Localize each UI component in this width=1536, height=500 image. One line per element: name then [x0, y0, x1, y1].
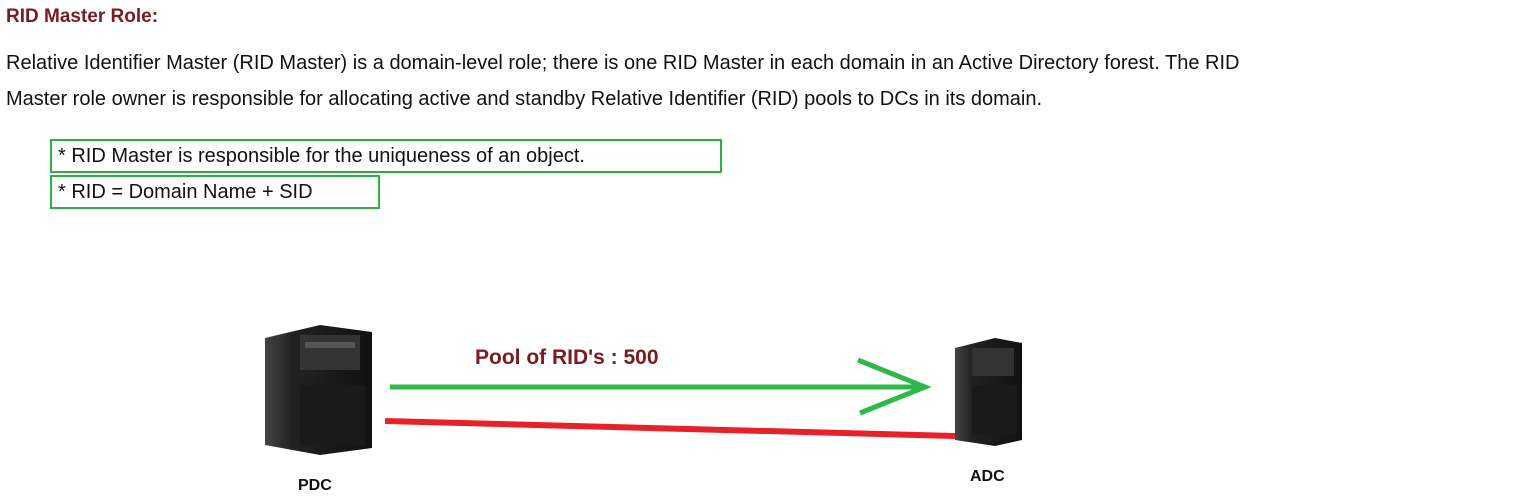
- paragraph-line-2: Master role owner is responsible for all…: [6, 88, 1043, 110]
- adc-server-icon: [955, 338, 1022, 446]
- note-box-rid-formula: * RID = Domain Name + SID: [50, 175, 380, 209]
- arrow-label: Pool of RID's : 500: [475, 346, 659, 369]
- red-connection-line: [384, 418, 956, 439]
- arrow-head: [857, 357, 932, 416]
- adc-label: ADC: [970, 468, 1005, 485]
- pdc-server-icon: [265, 325, 372, 455]
- section-title: RID Master Role:: [6, 6, 159, 27]
- note-box-uniqueness: * RID Master is responsible for the uniq…: [50, 139, 722, 173]
- pdc-label: PDC: [298, 477, 332, 494]
- paragraph-line-1: Relative Identifier Master (RID Master) …: [6, 52, 1240, 74]
